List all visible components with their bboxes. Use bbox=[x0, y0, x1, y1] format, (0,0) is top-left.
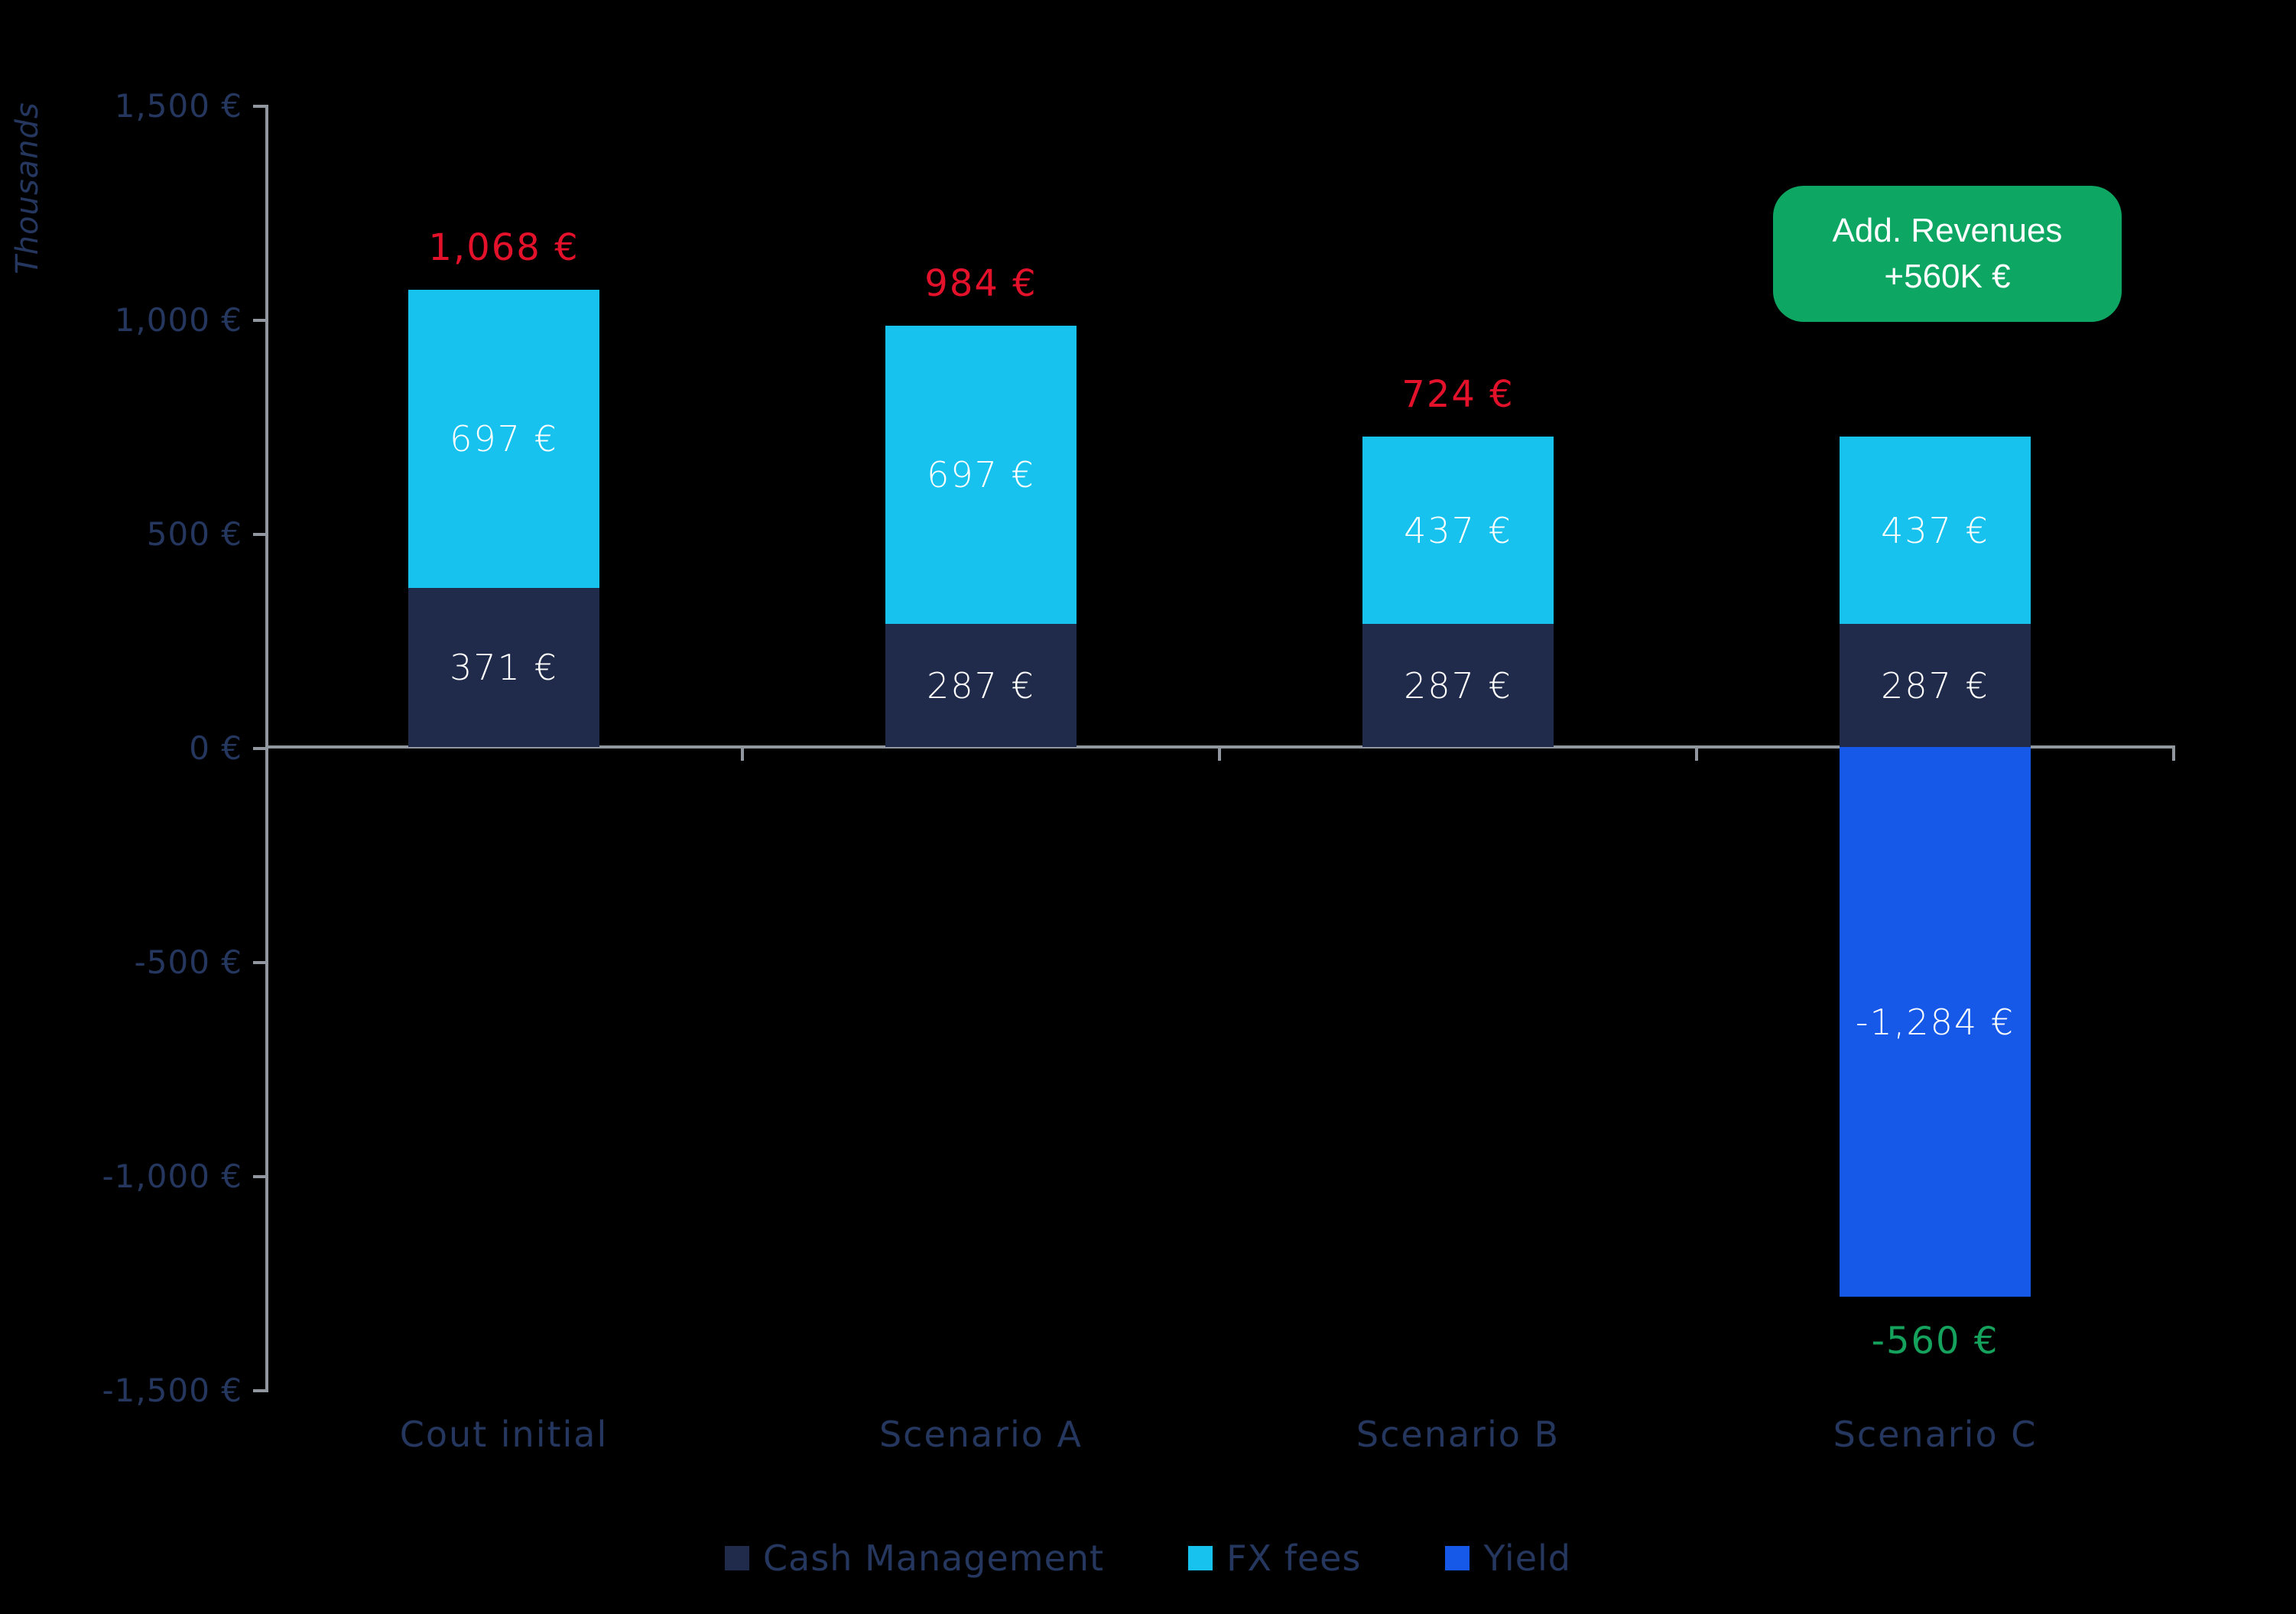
category-tick bbox=[741, 747, 744, 761]
category-tick bbox=[1695, 747, 1698, 761]
bar-segment-cash-management: 287 € bbox=[1840, 624, 2031, 747]
y-tick-label: 1,000 € bbox=[114, 301, 242, 339]
y-tick-label: 500 € bbox=[146, 515, 242, 553]
category-tick bbox=[1218, 747, 1221, 761]
x-category-label: Scenario C bbox=[1833, 1414, 2038, 1455]
legend-item: Yield bbox=[1445, 1538, 1571, 1579]
x-category-label: Cout initial bbox=[399, 1414, 609, 1455]
bar-segment-label: 287 € bbox=[927, 664, 1035, 706]
legend: Cash Management FX fees Yield bbox=[0, 1535, 2296, 1581]
bar-segment-cash-management: 371 € bbox=[408, 588, 599, 747]
badge-line-1: Add. Revenues bbox=[1832, 212, 2063, 249]
bar-segment-cash-management: 287 € bbox=[885, 624, 1077, 747]
y-tick bbox=[253, 1175, 265, 1178]
bar-segment-yield: -1,284 € bbox=[1840, 747, 2031, 1297]
y-tick-label: 1,500 € bbox=[114, 87, 242, 125]
legend-swatch bbox=[1188, 1546, 1213, 1570]
bar-segment-label: 437 € bbox=[1404, 509, 1512, 551]
bar-segment-fx-fees: 437 € bbox=[1362, 437, 1554, 624]
legend-swatch bbox=[1445, 1546, 1470, 1570]
category-tick bbox=[2172, 747, 2175, 761]
bar-segment-label: -1,284 € bbox=[1855, 1001, 2015, 1043]
legend-label: Yield bbox=[1483, 1538, 1571, 1579]
bar-segment-fx-fees: 437 € bbox=[1840, 437, 2031, 624]
bar-segment-cash-management: 287 € bbox=[1362, 624, 1554, 747]
bar-segment-label: 697 € bbox=[927, 454, 1035, 495]
y-tick bbox=[253, 319, 265, 322]
y-axis-line bbox=[265, 105, 268, 1392]
bar-segment-fx-fees: 697 € bbox=[885, 326, 1077, 624]
bar-segment-label: 371 € bbox=[450, 647, 558, 688]
y-tick bbox=[253, 961, 265, 964]
legend-swatch bbox=[725, 1546, 750, 1570]
bar-segment-label: 287 € bbox=[1881, 664, 1989, 706]
total-label: 984 € bbox=[924, 262, 1038, 305]
bar-segment-label: 697 € bbox=[450, 418, 558, 460]
badge-line-2: +560K € bbox=[1884, 258, 2011, 295]
x-category-label: Scenario A bbox=[878, 1414, 1083, 1455]
y-tick bbox=[253, 105, 265, 108]
y-tick-label: -1,000 € bbox=[102, 1158, 242, 1195]
y-tick-label: -500 € bbox=[134, 943, 242, 981]
y-tick bbox=[253, 747, 265, 750]
y-tick-label: -1,500 € bbox=[102, 1372, 242, 1409]
legend-label: FX fees bbox=[1226, 1538, 1362, 1579]
legend-item: Cash Management bbox=[725, 1538, 1104, 1579]
y-tick-label: 0 € bbox=[189, 729, 242, 767]
legend-item: FX fees bbox=[1188, 1538, 1361, 1579]
y-tick bbox=[253, 533, 265, 536]
bar-segment-fx-fees: 697 € bbox=[408, 290, 599, 588]
total-label: 724 € bbox=[1401, 373, 1515, 416]
bar-segment-label: 287 € bbox=[1404, 664, 1512, 706]
bar-segment-label: 437 € bbox=[1881, 509, 1989, 551]
additional-revenues-badge: Add. Revenues +560K € bbox=[1773, 186, 2122, 322]
x-category-label: Scenario B bbox=[1356, 1414, 1560, 1455]
legend-label: Cash Management bbox=[763, 1538, 1105, 1579]
total-label: 1,068 € bbox=[428, 226, 580, 269]
total-label: -560 € bbox=[1871, 1320, 1999, 1362]
y-tick bbox=[253, 1389, 265, 1392]
